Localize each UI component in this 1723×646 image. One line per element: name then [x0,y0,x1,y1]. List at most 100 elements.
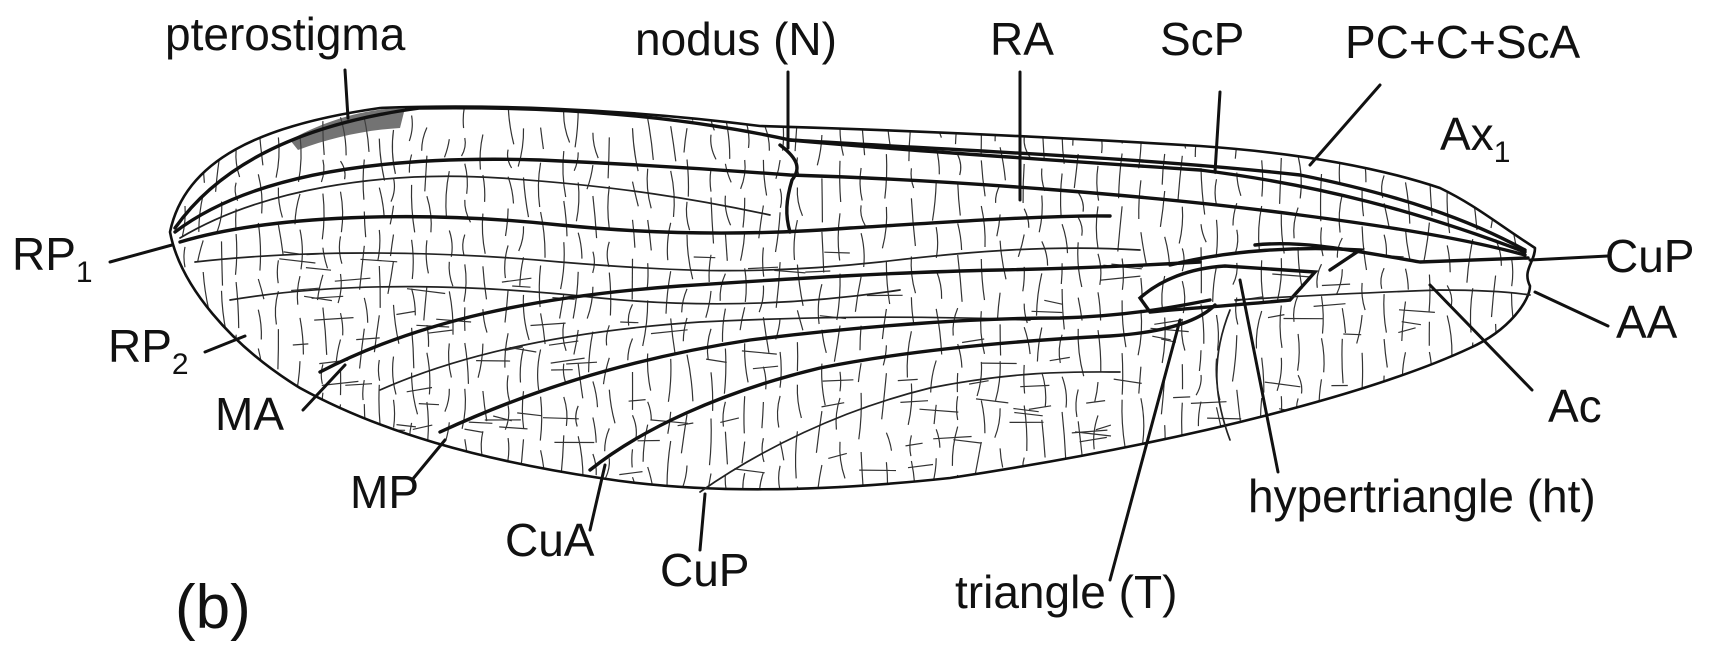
cross-vein [481,431,483,457]
cross-vein [709,255,711,282]
cross-vein [1237,431,1238,462]
label-rp2-sub: 2 [172,348,189,381]
cell-wall [1400,422,1440,424]
cross-vein [1042,373,1046,408]
cross-vein [1511,138,1515,176]
irp2-vein [230,287,900,304]
mspl-vein [380,317,1030,390]
cross-vein [838,213,840,260]
cross-vein [463,235,465,255]
cross-vein [1256,311,1261,349]
cross-vein [1037,328,1041,362]
cross-vein [1383,414,1384,440]
cell-wall [619,472,642,475]
cross-vein [363,380,365,400]
cross-vein [379,188,384,218]
cross-vein [1298,117,1299,144]
leader-pterostigma [345,70,348,118]
cell-wall [361,259,398,262]
cross-vein [449,343,452,377]
cross-vein [1042,241,1048,265]
cross-vein [1234,476,1237,521]
cross-vein [710,169,711,191]
cross-vein [911,198,915,246]
cross-vein [861,205,865,225]
cross-vein [236,150,240,177]
cell-wall [396,311,415,314]
cell-wall [1314,304,1346,307]
cross-vein [1294,295,1299,322]
cross-vein [184,247,185,267]
cross-vein [449,483,452,516]
cross-vein [1062,412,1066,459]
cross-vein [300,230,302,270]
cell-wall [748,267,778,268]
cross-vein [1511,381,1512,412]
cross-vein [684,128,687,152]
cross-vein [1235,113,1237,158]
label-cup-right: CuP [1605,230,1694,282]
cross-vein [608,186,609,229]
cross-vein [1037,273,1042,315]
label-scp: ScP [1160,13,1244,65]
cross-vein [1042,420,1045,458]
cross-vein [743,473,745,495]
cross-vein [563,151,566,197]
cross-vein [575,101,578,147]
cross-vein [278,225,283,256]
cross-vein [1445,162,1447,184]
cross-vein [561,242,565,289]
cross-vein [740,307,745,330]
cross-vein [1094,415,1098,449]
cross-vein [759,286,763,313]
leader-rp1 [110,245,172,262]
cross-vein [1280,306,1282,348]
scp-vein [790,140,1525,252]
cross-vein [538,350,541,391]
cross-vein [1023,164,1024,203]
cell-wall [279,259,315,263]
cross-vein [882,373,887,419]
cross-vein [1322,296,1324,333]
cross-vein [465,343,469,384]
cross-vein [587,287,593,319]
cross-vein [1000,241,1006,280]
cross-vein [222,337,225,360]
leader-scp [1215,92,1220,172]
cross-vein [687,355,693,402]
cross-vein [840,442,845,479]
cross-vein [203,436,208,483]
cross-vein [393,357,396,395]
cross-vein [911,297,914,324]
cross-vein [1261,260,1263,301]
cross-vein [1096,453,1098,493]
cross-vein [952,427,957,466]
cross-vein [321,364,323,384]
leader-hypertriangle [1240,280,1278,472]
cross-vein [339,236,342,263]
cross-vein [1402,352,1405,387]
cross-vein [1470,405,1473,426]
cross-vein [564,201,567,236]
cross-vein [184,411,185,459]
cell-wall [407,388,432,392]
cross-vein [957,396,958,420]
cross-vein [1061,174,1063,217]
cross-vein [996,361,1001,401]
cross-vein [278,469,281,494]
nodus-vein [780,145,797,232]
cross-vein [1024,365,1025,394]
cell-wall [293,344,309,345]
cross-vein [975,481,981,507]
cross-vein [412,373,418,415]
cross-vein [202,495,204,532]
label-rp2: RP2 [108,320,189,381]
cross-vein [394,400,395,428]
cross-vein [763,160,766,196]
label-ax1: Ax1 [1440,108,1510,169]
cross-vein [1384,376,1386,401]
cell-wall [1240,443,1271,448]
cross-vein [593,196,597,238]
cell-wall [335,278,371,281]
cross-vein [203,318,205,351]
